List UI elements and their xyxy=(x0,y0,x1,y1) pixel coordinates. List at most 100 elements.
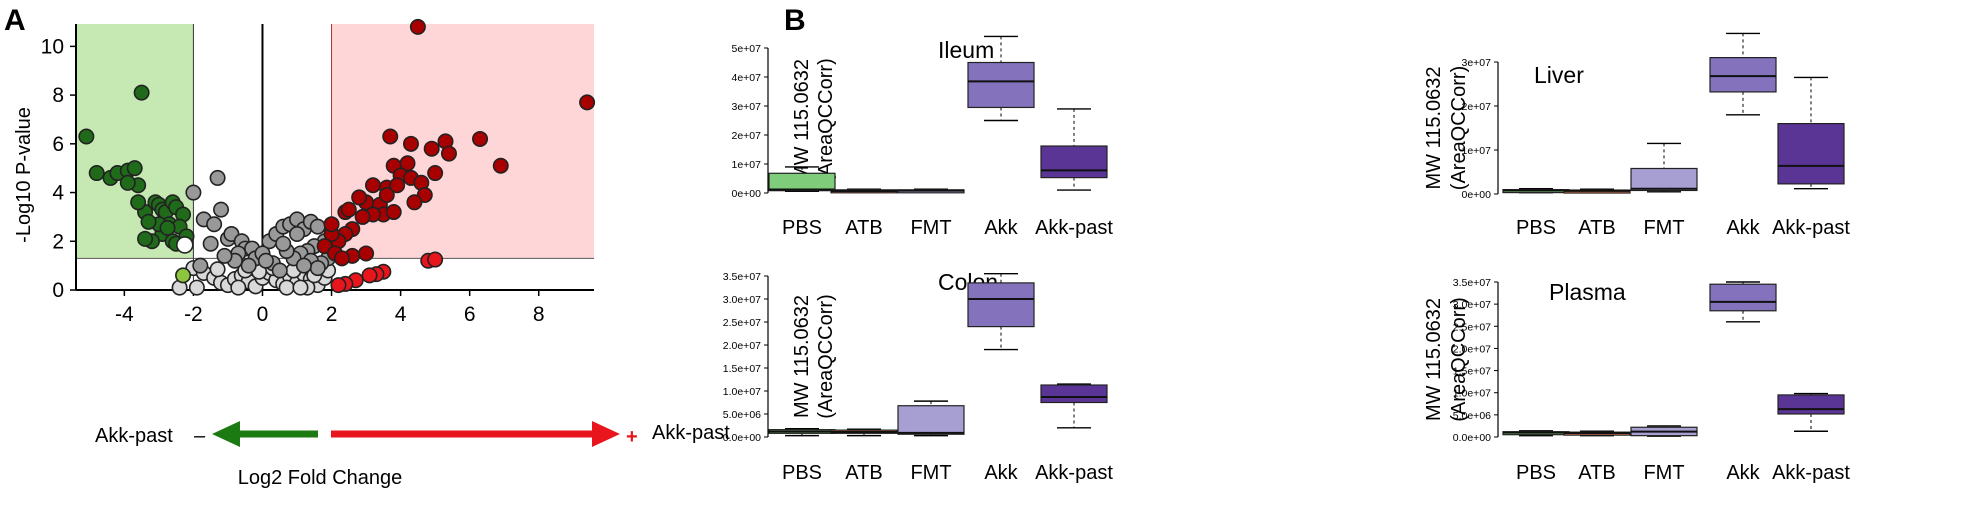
point-up-significant xyxy=(389,177,406,194)
y-tick-label: 10 xyxy=(41,35,64,58)
box-akk-past xyxy=(1777,394,1845,415)
y-axis-label-line2: (AreaQCCorr) xyxy=(1448,66,1470,190)
y-tick-label: 2.0e+07 xyxy=(723,340,761,352)
x-tick-label: 2 xyxy=(326,303,338,326)
y-axis-label-line1: MW 115.0632 xyxy=(1423,298,1445,421)
category-label: FMT xyxy=(910,462,951,484)
y-tick-label: 5.0e+06 xyxy=(1453,410,1491,422)
point-nonsig-light xyxy=(278,279,295,296)
category-label: Akk xyxy=(984,462,1018,484)
point-up-significant xyxy=(399,155,416,172)
point-nonsig xyxy=(216,247,233,264)
box-akk xyxy=(1709,56,1777,93)
point-nonsig xyxy=(309,260,326,277)
y-tick-label: 8 xyxy=(52,84,64,107)
y-axis-label-line1: MW 115.0632 xyxy=(791,295,813,418)
point-down-significant xyxy=(88,165,105,182)
point-down-significant xyxy=(126,160,143,177)
box-fmt xyxy=(897,405,965,435)
point-down-nonsig xyxy=(175,267,192,284)
point-down-significant xyxy=(140,213,157,230)
y-tick-label: 5.0e+06 xyxy=(723,409,761,421)
point-nonsig xyxy=(240,257,257,274)
x-axis-label: Log2 Fold Change xyxy=(238,467,403,489)
category-label: FMT xyxy=(1643,217,1684,239)
y-tick-label: 3.0e+07 xyxy=(723,294,761,306)
point-up-significant xyxy=(382,128,399,145)
y-tick-label: 0 xyxy=(52,279,64,302)
arrow-right-label: Akk-past xyxy=(652,422,730,444)
point-nonsig xyxy=(289,225,306,242)
box-fmt xyxy=(1630,167,1698,192)
point-up-significant xyxy=(492,157,509,174)
point-nonsig xyxy=(295,257,312,274)
point-up-significant xyxy=(579,94,596,111)
arrow-right-sign: + xyxy=(626,426,638,448)
box-akk xyxy=(967,282,1035,328)
point-nonsig-light xyxy=(230,279,247,296)
point-nonsig xyxy=(275,235,292,252)
point-up-significant xyxy=(358,245,375,262)
y-tick-label: 1.5e+07 xyxy=(1453,366,1491,378)
category-label: Akk xyxy=(984,217,1018,239)
panel-label-a: A xyxy=(4,4,26,37)
x-tick-label: 6 xyxy=(464,303,476,326)
category-label: Akk-past xyxy=(1035,217,1113,239)
box-pbs xyxy=(768,172,836,192)
x-tick-label: 4 xyxy=(395,303,407,326)
point-nonsig xyxy=(209,169,226,186)
category-label: ATB xyxy=(1578,217,1615,239)
y-tick-label: 1e+07 xyxy=(732,159,762,171)
point-up-significant xyxy=(409,18,426,35)
y-axis-label-line2: (AreaQCCorr) xyxy=(1448,297,1470,421)
y-tick-label: 2e+07 xyxy=(1462,101,1492,113)
point-up-nonsig xyxy=(361,267,378,284)
point-nonsig-light xyxy=(188,279,205,296)
point-nonsig xyxy=(271,262,288,279)
category-label: Akk-past xyxy=(1772,462,1850,484)
category-label: Akk xyxy=(1726,217,1760,239)
category-label: FMT xyxy=(910,217,951,239)
point-up-significant xyxy=(472,130,489,147)
point-up-significant xyxy=(340,201,357,218)
y-tick-label: 2 xyxy=(52,230,64,253)
point-down-significant xyxy=(119,174,136,191)
point-down-significant xyxy=(137,230,154,247)
y-axis-label-line2: (AreaQCCorr) xyxy=(815,58,837,182)
point-nonsig xyxy=(213,201,230,218)
category-label: ATB xyxy=(845,217,882,239)
point-up-significant xyxy=(354,208,371,225)
y-tick-label: 0e+00 xyxy=(732,188,762,200)
y-axis-label: -Log10 P-value xyxy=(13,107,35,243)
up-region xyxy=(331,24,594,259)
point-down-significant xyxy=(159,219,176,236)
y-tick-label: 0e+00 xyxy=(1462,189,1492,201)
point-up-significant xyxy=(364,177,381,194)
y-tick-label: 6 xyxy=(52,133,64,156)
y-tick-label: 2.5e+07 xyxy=(723,317,761,329)
point-nonsig xyxy=(206,216,223,233)
point-down-significant xyxy=(133,84,150,101)
arrow-left-sign: – xyxy=(194,425,206,447)
arrow-left-label: Akk-past xyxy=(95,425,173,447)
category-label: FMT xyxy=(1643,462,1684,484)
y-tick-label: 3.5e+07 xyxy=(1453,277,1491,289)
point-nonsig xyxy=(202,235,219,252)
point-up-nonsig xyxy=(427,251,444,268)
box-akk xyxy=(967,61,1035,109)
y-tick-label: 1.0e+07 xyxy=(723,386,761,398)
y-axis-label-line2: (AreaQCCorr) xyxy=(815,294,837,418)
y-tick-label: 0.0e+00 xyxy=(1453,432,1491,444)
category-label: PBS xyxy=(1516,462,1556,484)
point-nonsig xyxy=(257,252,274,269)
point-nonsig xyxy=(309,218,326,235)
y-tick-label: 3.5e+07 xyxy=(723,271,761,283)
data-points xyxy=(78,18,596,296)
point-up-significant xyxy=(333,250,350,267)
category-label: PBS xyxy=(782,462,822,484)
point-up-nonsig xyxy=(330,277,347,294)
point-up-significant xyxy=(402,135,419,152)
